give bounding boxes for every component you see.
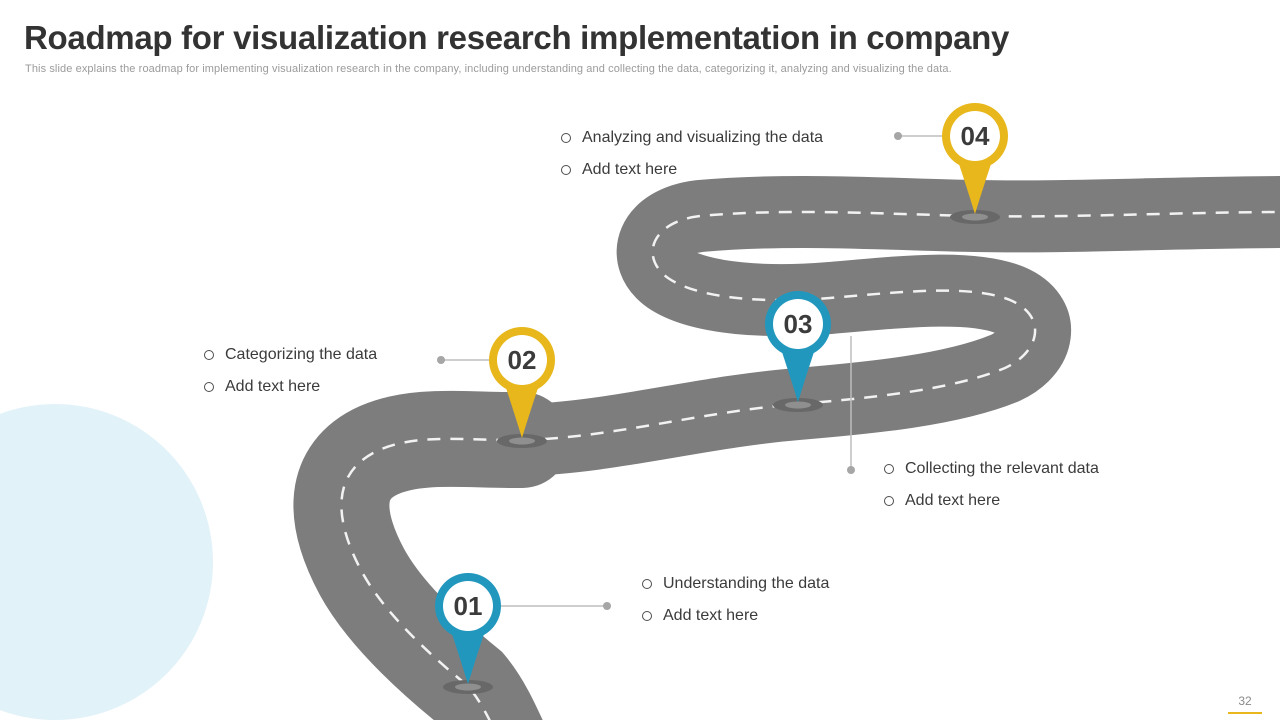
pin-shadow-inner bbox=[962, 213, 988, 221]
pin-face bbox=[497, 335, 547, 385]
connector-dot-icon bbox=[437, 356, 445, 364]
milestone-label: Understanding the data bbox=[663, 575, 830, 592]
connector-dot-icon bbox=[894, 132, 902, 140]
connector-04 bbox=[894, 132, 942, 140]
milestone-callout-01: Understanding the data Add text here bbox=[642, 573, 829, 637]
bullet-icon bbox=[204, 382, 214, 392]
connector-02 bbox=[437, 356, 489, 364]
milestone-callout-04: Analyzing and visualizing the data Add t… bbox=[561, 127, 823, 191]
pin-shadow-inner bbox=[785, 401, 811, 409]
pin-face bbox=[773, 299, 823, 349]
callout-line: Collecting the relevant data bbox=[884, 458, 1099, 480]
milestone-pin-01: 01 bbox=[435, 573, 501, 694]
milestone-pin-02: 02 bbox=[489, 327, 555, 448]
connector-01 bbox=[501, 602, 611, 610]
decorative-circle bbox=[0, 404, 213, 720]
milestone-label: Categorizing the data bbox=[225, 346, 378, 363]
milestone-placeholder: Add text here bbox=[905, 492, 1001, 509]
pin-shadow-inner bbox=[509, 437, 535, 445]
bullet-icon bbox=[204, 350, 214, 360]
milestone-number: 03 bbox=[784, 309, 813, 339]
bullet-icon bbox=[561, 165, 571, 175]
milestone-callout-03: Collecting the relevant data Add text he… bbox=[884, 458, 1099, 522]
milestone-placeholder: Add text here bbox=[582, 161, 678, 178]
milestone-callout-02: Categorizing the data Add text here bbox=[204, 344, 377, 408]
road-lower-path bbox=[293, 390, 570, 720]
bullet-icon bbox=[884, 464, 894, 474]
bullet-icon bbox=[642, 579, 652, 589]
page-subtitle: This slide explains the roadmap for impl… bbox=[25, 63, 952, 76]
milestone-pin-04: 04 bbox=[942, 103, 1008, 224]
page-number: 32 bbox=[1228, 692, 1262, 714]
pin-face bbox=[950, 111, 1000, 161]
milestone-pin-03: 03 bbox=[765, 291, 831, 412]
page-title: Roadmap for visualization research imple… bbox=[24, 19, 1010, 56]
page-number-value: 32 bbox=[1238, 693, 1252, 708]
slide-header: Roadmap for visualization research imple… bbox=[24, 19, 1256, 76]
callout-line: Add text here bbox=[884, 490, 1099, 512]
pin-shadow-inner bbox=[455, 683, 481, 691]
callout-line: Categorizing the data bbox=[204, 344, 377, 366]
pin-face bbox=[443, 581, 493, 631]
connector-03 bbox=[847, 336, 855, 474]
bullet-icon bbox=[884, 496, 894, 506]
callout-line: Understanding the data bbox=[642, 573, 829, 595]
callout-line: Add text here bbox=[561, 159, 823, 181]
pin-tail-icon bbox=[449, 625, 487, 684]
milestone-number: 01 bbox=[454, 591, 483, 621]
milestone-label: Analyzing and visualizing the data bbox=[582, 129, 824, 146]
callout-line: Add text here bbox=[642, 605, 829, 627]
pin-tail-icon bbox=[956, 155, 994, 214]
page-number-underline bbox=[1228, 711, 1262, 714]
milestone-number: 04 bbox=[961, 121, 990, 151]
connector-dot-icon bbox=[847, 466, 855, 474]
road-upper-path bbox=[520, 175, 1280, 476]
bullet-icon bbox=[642, 611, 652, 621]
milestone-placeholder: Add text here bbox=[225, 378, 321, 395]
milestone-number: 02 bbox=[508, 345, 537, 375]
milestone-placeholder: Add text here bbox=[663, 607, 759, 624]
callout-line: Analyzing and visualizing the data bbox=[561, 127, 823, 149]
milestone-label: Collecting the relevant data bbox=[905, 460, 1099, 477]
bullet-icon bbox=[561, 133, 571, 143]
callout-line: Add text here bbox=[204, 376, 377, 398]
pin-tail-icon bbox=[779, 343, 817, 402]
pin-tail-icon bbox=[503, 379, 541, 438]
connector-dot-icon bbox=[603, 602, 611, 610]
road-centerline-lower bbox=[340, 437, 523, 720]
